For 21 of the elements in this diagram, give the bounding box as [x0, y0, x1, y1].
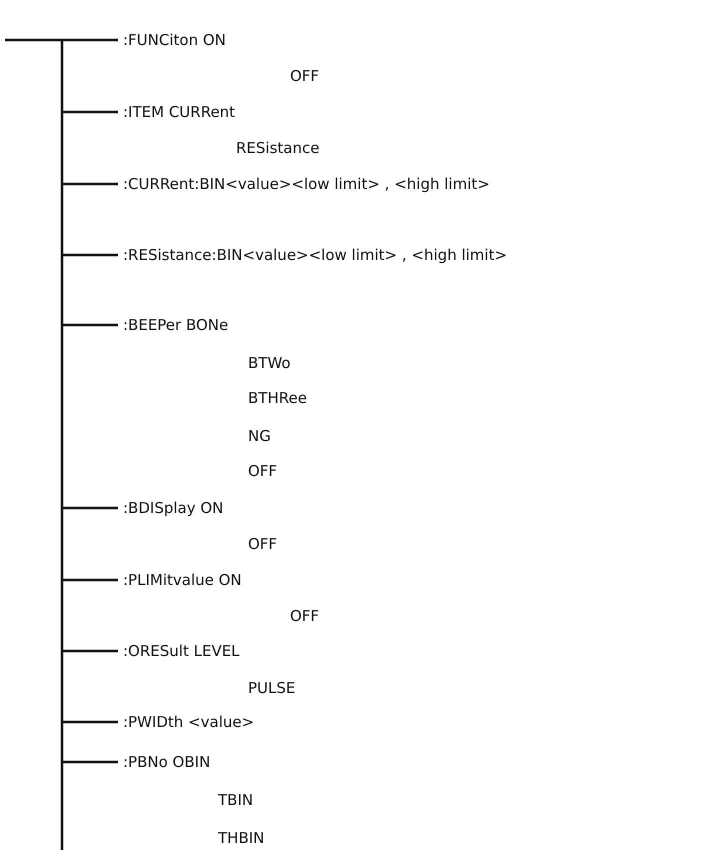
- command-text: RESistance: [236, 138, 320, 158]
- command-text: :FUNCiton ON: [123, 30, 226, 50]
- command-text: BTWo: [248, 353, 291, 373]
- command-text: THBIN: [218, 828, 264, 848]
- command-text: OFF: [248, 534, 278, 554]
- command-text: OFF: [248, 461, 278, 481]
- command-text: :PWIDth <value>: [123, 712, 254, 732]
- command-text: BTHRee: [248, 388, 307, 408]
- command-text: :ITEM CURRent: [123, 102, 236, 122]
- command-text: TBIN: [218, 790, 254, 810]
- command-text: :CURRent:BIN<value><low limit> , <high limit>: [123, 174, 490, 194]
- command-text: :PBNo OBIN: [123, 752, 210, 772]
- command-text: :RESistance:BIN<value><low limit> , <high limit>: [123, 245, 508, 265]
- command-text: OFF: [290, 606, 320, 626]
- command-text: :PLIMitvalue ON: [123, 570, 242, 590]
- command-text: :ORESult LEVEL: [123, 641, 240, 661]
- command-text: :BEEPer BONe: [123, 315, 228, 335]
- command-text: :BDISplay ON: [123, 498, 224, 518]
- command-text: NG: [248, 426, 271, 446]
- command-text: OFF: [290, 66, 320, 86]
- command-text: PULSE: [248, 678, 296, 698]
